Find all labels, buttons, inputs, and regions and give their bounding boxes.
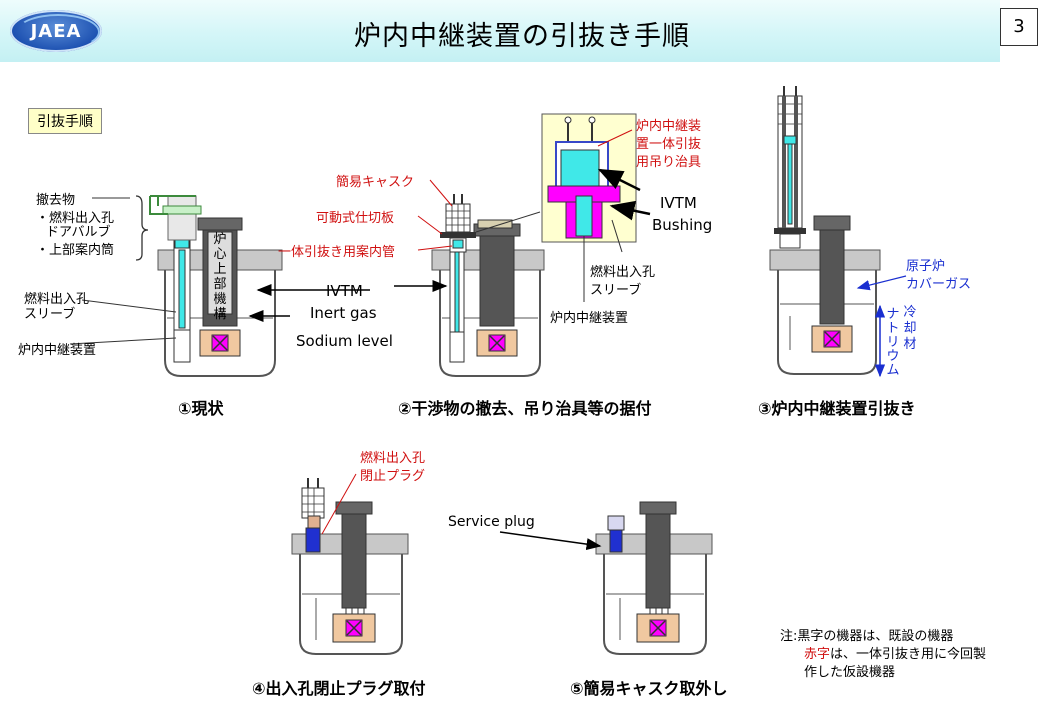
caption-step-1: ①現状 bbox=[178, 399, 225, 418]
page-title: 炉内中継装置の引抜き手順 bbox=[354, 21, 690, 52]
cask-label: 簡易キャスク bbox=[336, 175, 414, 190]
gate-label: 可動式仕切板 bbox=[316, 211, 394, 226]
svg-text:却: 却 bbox=[903, 321, 916, 336]
jig-label-3: 用吊り治具 bbox=[636, 155, 701, 170]
svg-text:構: 構 bbox=[213, 307, 226, 322]
jig-label-2: 置一体引抜 bbox=[636, 136, 701, 152]
ivth-label-2: 炉内中継装置 bbox=[550, 310, 628, 326]
jaea-logo: JAEA bbox=[10, 10, 102, 52]
svg-text:炉: 炉 bbox=[213, 232, 226, 247]
panel-3-withdrawal bbox=[769, 86, 907, 378]
closure-plug bbox=[305, 527, 321, 553]
panel-2-installation bbox=[394, 113, 651, 377]
jig-label-1: 炉内中継装 bbox=[636, 118, 701, 134]
ivtm-label-2: IVTM bbox=[660, 194, 697, 212]
svg-text:心: 心 bbox=[213, 247, 226, 262]
removed-item-guide-tube: ・上部案内筒 bbox=[36, 242, 114, 258]
logo-swoosh bbox=[16, 14, 100, 50]
bushing-label: Bushing bbox=[652, 216, 712, 234]
caption-step-3: ③炉内中継装置引抜き bbox=[758, 399, 916, 418]
movable-gate bbox=[440, 232, 476, 238]
svg-text:材: 材 bbox=[903, 337, 916, 352]
caption-step-5: ⑤簡易キャスク取外し bbox=[570, 679, 728, 698]
ivtm-label-1: IVTM bbox=[326, 282, 363, 300]
sodium-label: ナ ト リ ウ ム bbox=[886, 307, 899, 378]
guide-label: 一体引抜き用案内管 bbox=[278, 244, 395, 260]
svg-text:機: 機 bbox=[213, 292, 226, 307]
svg-text:上: 上 bbox=[213, 262, 226, 277]
ivth bbox=[178, 249, 186, 329]
panel-1-current-state bbox=[69, 195, 370, 377]
header-bar bbox=[0, 0, 1000, 62]
coolant-label: 冷 却 材 bbox=[903, 305, 916, 352]
svg-text:冷: 冷 bbox=[903, 305, 916, 320]
caption-step-4: ④出入孔閉止プラグ取付 bbox=[252, 679, 426, 698]
upper-core-label: 炉 心 上 部 機 構 bbox=[213, 232, 226, 322]
sleeve-label-2b: スリーブ bbox=[590, 282, 641, 298]
note-line-3: 作した仮設機器 bbox=[804, 664, 895, 680]
note-line-1: 注:黒字の機器は、既設の機器 bbox=[780, 628, 953, 644]
panel-4-plug-install bbox=[291, 473, 409, 655]
service-plug bbox=[609, 529, 623, 553]
svg-text:ト: ト bbox=[886, 321, 899, 336]
note-line-2-rest: は、一体引抜き用に今回製 bbox=[830, 646, 986, 662]
plug-label: 燃料出入孔 bbox=[360, 450, 425, 466]
logo-text: JAEA bbox=[30, 21, 82, 42]
svg-text:リ: リ bbox=[886, 335, 899, 350]
sodium-level-label: Sodium level bbox=[296, 332, 393, 350]
note-red-word: 赤字 bbox=[804, 647, 830, 662]
sleeve-label-b: スリーブ bbox=[24, 306, 75, 322]
plug-label-b: 閉止プラグ bbox=[360, 469, 425, 484]
cover-gas-label: 原子炉 bbox=[906, 259, 945, 274]
panel-5-cask-removal bbox=[499, 501, 713, 655]
page-number: 3 bbox=[1000, 8, 1038, 46]
removed-item-door-valve: ・燃料出入孔 bbox=[36, 210, 114, 226]
caption-step-2: ②干渉物の撤去、吊り治具等の据付 bbox=[398, 399, 652, 418]
sleeve-label-2: 燃料出入孔 bbox=[590, 264, 655, 280]
svg-text:ウ: ウ bbox=[886, 349, 899, 364]
procedure-label: 引抜手順 bbox=[28, 108, 102, 134]
cover-gas-label-b: カバーガス bbox=[906, 277, 971, 292]
service-plug-label: Service plug bbox=[448, 514, 535, 530]
svg-text:ム: ム bbox=[886, 363, 899, 378]
ivth-label-1: 炉内中継装置 bbox=[18, 342, 96, 358]
svg-text:部: 部 bbox=[213, 277, 226, 292]
removed-item-door-valve-b: ドアバルブ bbox=[46, 224, 110, 240]
note-line-2: 赤字は、一体引抜き用に今回製 bbox=[804, 646, 986, 662]
sleeve-label: 燃料出入孔 bbox=[24, 291, 89, 307]
svg-text:ナ: ナ bbox=[886, 307, 899, 322]
inert-gas-label: Inert gas bbox=[310, 304, 377, 322]
guide-tube bbox=[167, 195, 197, 241]
removed-items-title: 撤去物 bbox=[36, 192, 75, 208]
